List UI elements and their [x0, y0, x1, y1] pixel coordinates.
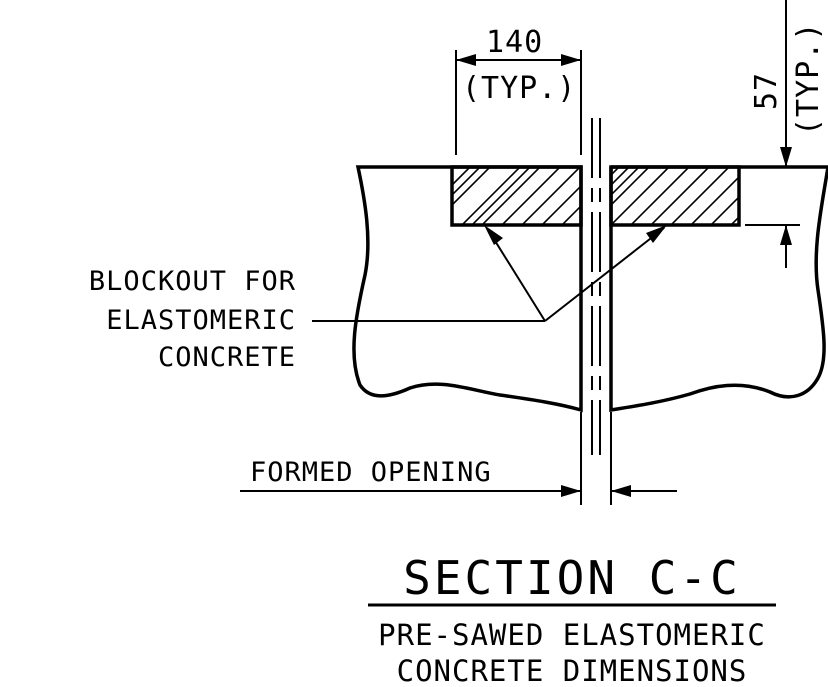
right-slab-outline — [609, 165, 828, 413]
section-title: SECTION C-C — [403, 551, 741, 605]
subtitle-line1: PRE-SAWED ELASTOMERIC — [378, 618, 766, 652]
dim140-arrow-right — [561, 54, 581, 66]
dim140-value: 140 — [486, 25, 543, 60]
blockout-leader-to-right — [544, 227, 665, 322]
blockout-leader-to-left — [486, 227, 546, 322]
dim140-note: (TYP.) — [462, 71, 576, 106]
left-blockout-hatch — [452, 167, 581, 225]
formed-opening-label: FORMED OPENING — [250, 457, 492, 488]
blockout-label-line2: ELASTOMERIC — [106, 305, 296, 336]
opening-arrow-right — [611, 485, 631, 497]
dim57-value: 57 — [749, 72, 784, 110]
opening-arrow-left — [561, 485, 581, 497]
blockout-arrow-left — [484, 225, 503, 245]
blockout-label-line1: BLOCKOUT FOR — [89, 266, 296, 297]
blockout-arrow-right — [646, 225, 667, 243]
dim57-note: (TYP.) — [791, 22, 826, 136]
blockout-label-line3: CONCRETE — [158, 342, 296, 373]
left-slab-outline — [352, 165, 583, 413]
dim57-arrow-top — [780, 147, 792, 167]
subtitle-line2: CONCRETE DIMENSIONS — [397, 654, 748, 687]
dim57-arrow-bottom — [780, 225, 792, 245]
right-blockout-hatch — [611, 167, 739, 225]
dim140-arrow-left — [456, 54, 476, 66]
